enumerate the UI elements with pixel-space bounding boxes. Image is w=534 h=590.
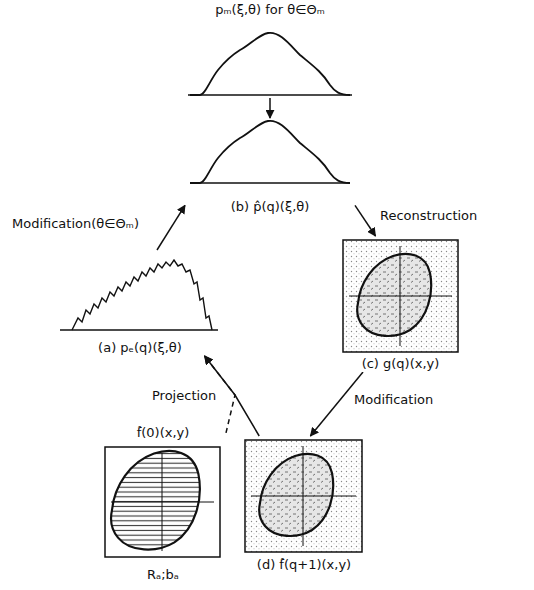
image-square [105, 447, 220, 557]
edge-label: Modification [352, 392, 435, 408]
projection-curve [190, 121, 350, 183]
panel-label: pₘ(ξ,θ) for θ∈Θₘ [213, 2, 327, 18]
initial-image: f̂(0)(x,y) Rₐ;bₐ [100, 425, 226, 583]
panel-label: (a) pₑ(q)(ξ,θ) [96, 340, 184, 356]
axis-line [191, 182, 349, 184]
edge-label: Projection [150, 388, 218, 404]
image-square [245, 440, 362, 552]
measured-projection: pₘ(ξ,θ) for θ∈Θₘ [180, 2, 360, 98]
panel-label: (d) f̂(q+1)(x,y) [255, 557, 353, 573]
axis-line [162, 453, 163, 551]
axis-line [303, 446, 304, 546]
panel-label: Rₐ;bₐ [145, 567, 181, 583]
edge-label: Modification(θ∈Θₘ) [10, 216, 141, 232]
noisy-curve [72, 260, 212, 330]
axis-line [60, 329, 218, 331]
flow-arrow [269, 98, 271, 118]
panel-label: f̂(0)(x,y) [135, 425, 192, 441]
estimated-projection: (a) pₑ(q)(ξ,θ) [55, 250, 225, 356]
reconstructed-image: (c) g(q)(x,y) [338, 236, 463, 372]
flow-arrow [355, 205, 376, 236]
panel-label: (c) g(q)(x,y) [360, 356, 442, 372]
image-square [343, 240, 458, 352]
modified-image: (d) f̂(q+1)(x,y) [240, 436, 368, 573]
object-blob [259, 454, 333, 536]
projection-curve [190, 33, 350, 95]
axis-line [188, 94, 352, 96]
object-blob [111, 451, 200, 550]
modified-projection: (b) p̂(q)(ξ,θ) [185, 118, 355, 215]
object-blob [357, 254, 431, 336]
axis-line [400, 246, 401, 346]
panel-label: (b) p̂(q)(ξ,θ) [229, 199, 312, 215]
edge-label: Reconstruction [378, 208, 479, 224]
flow-arrow [157, 205, 185, 250]
